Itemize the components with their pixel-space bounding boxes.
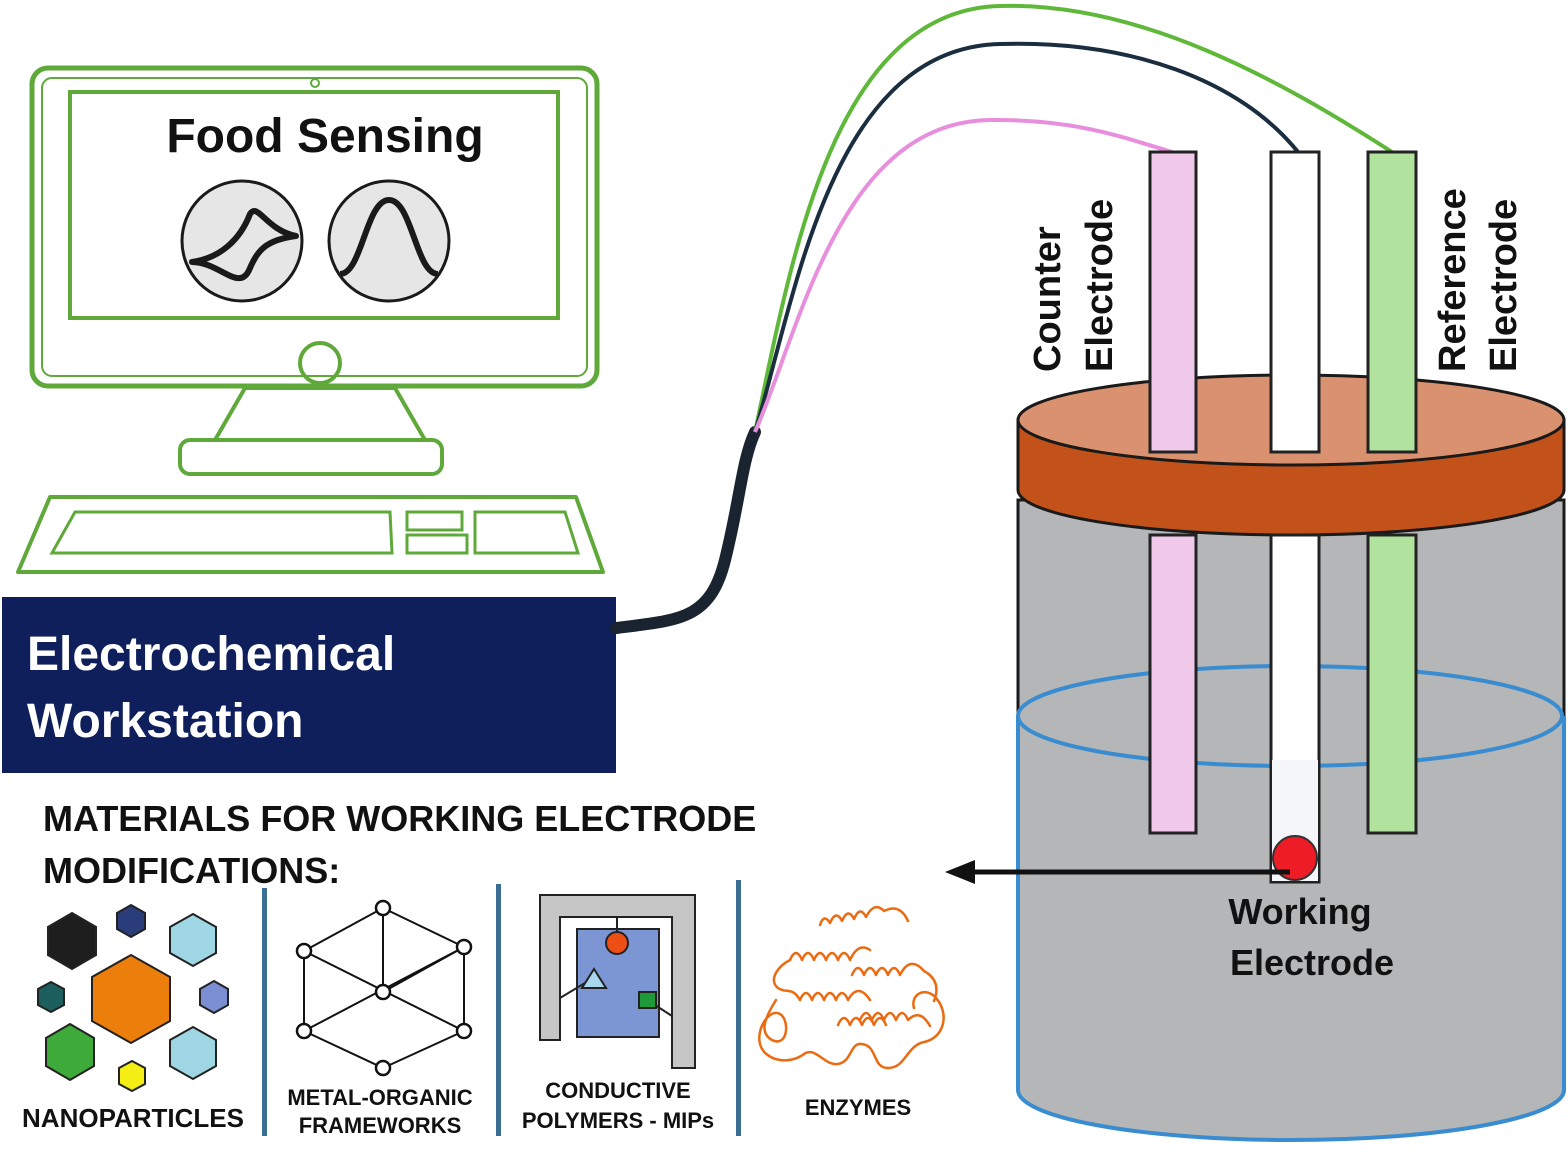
hexagon-navy-small bbox=[116, 903, 146, 939]
mof-node bbox=[455, 1022, 473, 1040]
working-electrode-upper bbox=[1269, 150, 1321, 454]
monitor-screen bbox=[68, 90, 560, 320]
monitor-frame-inner bbox=[41, 77, 588, 377]
electrodes bbox=[1148, 150, 1418, 884]
hexagon-green bbox=[45, 1022, 95, 1082]
webcam-icon bbox=[310, 78, 320, 88]
cables bbox=[610, 3, 1394, 634]
mof-label-line1: METAL-ORGANIC bbox=[287, 1085, 472, 1110]
arrow-head-icon bbox=[945, 860, 975, 884]
mof-nodes bbox=[295, 899, 473, 1077]
keyboard-key-space bbox=[49, 510, 394, 555]
material-separators bbox=[262, 880, 741, 1136]
monitor-base bbox=[178, 438, 444, 476]
electrochemical-workstation: Electrochemical Workstation bbox=[2, 597, 616, 773]
mof-node bbox=[374, 983, 392, 1001]
mip-circle-icon bbox=[605, 931, 629, 955]
mof-edge bbox=[382, 907, 465, 948]
enzyme-helix bbox=[850, 962, 938, 1003]
hexagon-orange-large bbox=[91, 953, 171, 1045]
computer-monitor: Food Sensing bbox=[29, 65, 600, 476]
mof-node bbox=[374, 899, 392, 917]
separator-3 bbox=[736, 880, 741, 1136]
keyboard-key-small-bottom bbox=[405, 533, 469, 555]
mip-connector bbox=[559, 982, 586, 999]
peak-voltammogram-icon bbox=[327, 179, 451, 303]
separator-2 bbox=[496, 884, 501, 1136]
mof-label-line2: FRAMEWORKS bbox=[299, 1113, 462, 1138]
keyboard-key-pad bbox=[473, 510, 581, 555]
mip-icon bbox=[539, 894, 696, 1069]
workstation-label-line2: Workstation bbox=[27, 695, 303, 748]
enzyme-helix bbox=[798, 989, 872, 1002]
hexagon-black bbox=[47, 911, 97, 971]
reference-electrode-label-line2: Electrode bbox=[1483, 199, 1525, 372]
hexagon-light-blue-top bbox=[169, 912, 217, 968]
main-cable bbox=[610, 426, 761, 634]
monitor-title: Food Sensing bbox=[166, 110, 483, 163]
keyboard bbox=[16, 495, 605, 574]
working-electrode-label-line1: Working bbox=[1228, 891, 1371, 932]
materials-heading-line2: MODIFICATIONS: bbox=[43, 850, 340, 891]
mof-node bbox=[455, 938, 473, 956]
counter-electrode-label-line1: Counter bbox=[1027, 226, 1069, 372]
power-button-icon bbox=[298, 341, 342, 385]
enzyme-helix bbox=[788, 946, 872, 962]
mip-frame bbox=[539, 894, 696, 1069]
nanoparticles-label: NANOPARTICLES bbox=[22, 1103, 244, 1133]
water-walls bbox=[1016, 716, 1566, 1142]
reference-electrode-upper bbox=[1366, 150, 1418, 454]
enzyme-structure-icon bbox=[758, 905, 945, 1070]
polymers-label-line2: POLYMERS - MIPs bbox=[522, 1108, 714, 1133]
cv-curve bbox=[189, 208, 299, 282]
keyboard-body bbox=[16, 495, 605, 574]
cable-reference-green bbox=[753, 3, 1394, 433]
mip-triangle-icon bbox=[580, 967, 608, 989]
enzymes-label: ENZYMES bbox=[805, 1095, 911, 1120]
counter-electrode-label-line2: Electrode bbox=[1079, 199, 1121, 372]
hexagon-periwinkle-small bbox=[199, 979, 229, 1015]
mof-node bbox=[295, 942, 313, 960]
nanoparticles-icon bbox=[37, 903, 229, 1093]
enzyme-helix bbox=[818, 905, 910, 927]
enzyme-coil bbox=[758, 990, 945, 1070]
mip-square-icon bbox=[638, 991, 657, 1009]
monitor-neck bbox=[211, 386, 429, 442]
workstation-box bbox=[2, 597, 616, 773]
reference-electrode-lower bbox=[1366, 533, 1418, 835]
hexagon-yellow-small bbox=[118, 1059, 146, 1093]
mof-edge bbox=[303, 1030, 384, 1069]
mof-edge bbox=[382, 946, 465, 993]
working-electrode-tip-icon bbox=[1272, 835, 1318, 881]
separator-1 bbox=[262, 888, 267, 1136]
hexagon-light-blue-bottom bbox=[169, 1025, 217, 1081]
keyboard-key-small-top bbox=[405, 510, 464, 532]
tip-arrow bbox=[945, 860, 1290, 884]
polymers-label-line1: CONDUCTIVE bbox=[545, 1078, 690, 1103]
materials-heading-line1: MATERIALS FOR WORKING ELECTRODE bbox=[43, 798, 756, 839]
enzyme-helix bbox=[858, 1011, 932, 1028]
enzyme-coil bbox=[836, 1016, 888, 1027]
cable-working-dark bbox=[753, 41, 1300, 433]
counter-electrode-upper bbox=[1148, 150, 1198, 454]
enzyme-coil bbox=[772, 958, 802, 1002]
counter-electrode-lower bbox=[1148, 533, 1198, 835]
mof-node bbox=[374, 1059, 392, 1077]
mof-edge bbox=[303, 907, 384, 952]
peak-curve bbox=[339, 196, 439, 277]
workstation-label-line1: Electrochemical bbox=[27, 628, 395, 681]
cyclic-voltammogram-icon bbox=[180, 179, 304, 303]
reference-electrode-label-line1: Reference bbox=[1432, 188, 1474, 372]
working-electrode-label-line2: Electrode bbox=[1230, 942, 1394, 983]
cable-counter-pink bbox=[753, 117, 1173, 433]
hexagon-teal-small bbox=[37, 980, 65, 1014]
mof-edge bbox=[382, 1030, 465, 1069]
mip-connector bbox=[654, 1004, 673, 1017]
mof-node bbox=[295, 1022, 313, 1040]
